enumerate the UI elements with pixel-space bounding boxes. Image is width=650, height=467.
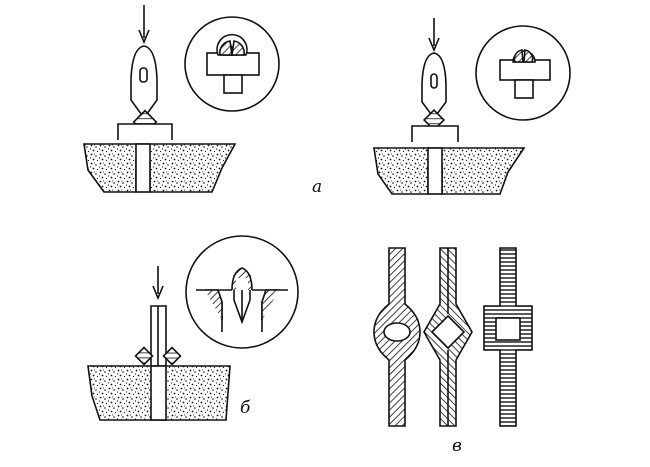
label-a: а bbox=[312, 177, 323, 197]
detail-circle-b bbox=[185, 235, 299, 349]
support-block bbox=[117, 123, 173, 140]
anvil-hole bbox=[427, 147, 443, 195]
square-hole bbox=[495, 317, 521, 341]
anvil bbox=[373, 147, 526, 195]
panel-v bbox=[373, 247, 533, 427]
round-hole bbox=[383, 322, 411, 342]
workpiece-left bbox=[134, 346, 154, 366]
panel-a-left bbox=[83, 5, 237, 193]
drift-tool bbox=[421, 52, 447, 120]
force-arrow-head bbox=[152, 285, 164, 301]
panel-b bbox=[87, 266, 231, 421]
detail-circle-a-right bbox=[475, 25, 571, 121]
drift-slot bbox=[139, 67, 148, 83]
force-arrow-head bbox=[428, 37, 440, 53]
label-v: в bbox=[452, 436, 462, 456]
anvil-hole bbox=[135, 143, 151, 193]
anvil bbox=[83, 143, 237, 193]
panel-a-right bbox=[373, 18, 526, 195]
workpiece-right bbox=[162, 346, 182, 366]
drift-slot bbox=[430, 73, 438, 89]
detail-circle-a-left bbox=[184, 16, 280, 112]
force-arrow-head bbox=[138, 29, 150, 45]
anvil-hole bbox=[150, 365, 167, 421]
support-block bbox=[411, 125, 459, 142]
label-b: б bbox=[240, 398, 251, 418]
workpiece bbox=[422, 108, 446, 132]
diamond-hole bbox=[430, 314, 466, 350]
